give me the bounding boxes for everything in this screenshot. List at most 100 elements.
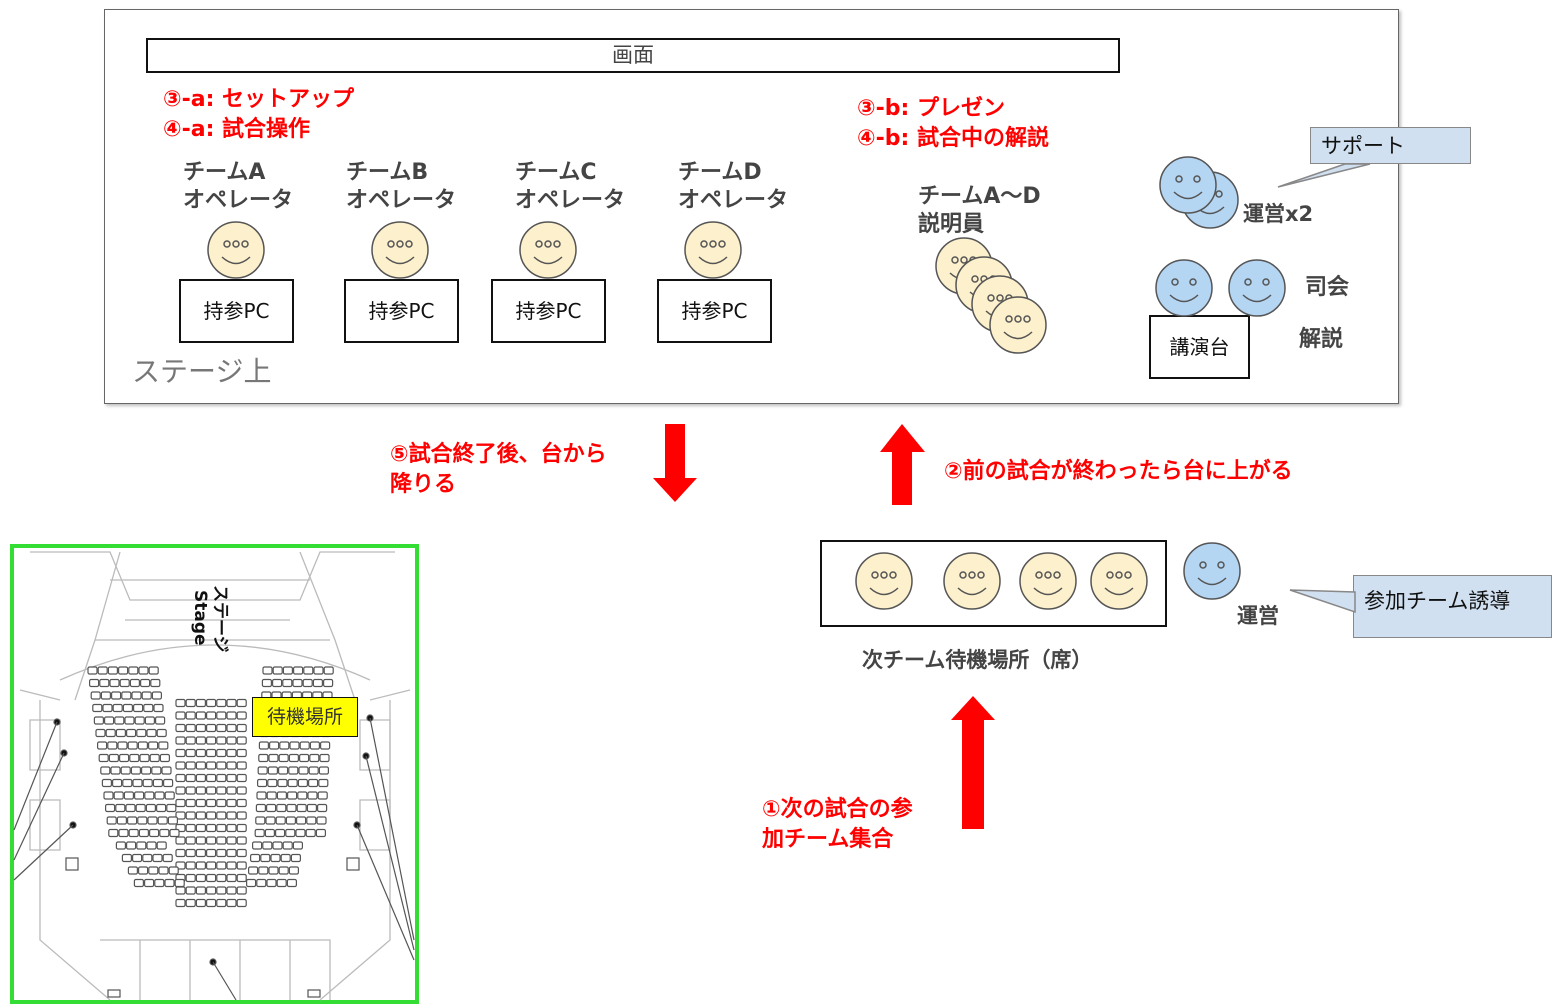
seat bbox=[254, 828, 265, 838]
seat bbox=[267, 766, 278, 775]
operator-a-face bbox=[207, 221, 265, 279]
seat bbox=[129, 753, 140, 763]
seat bbox=[250, 853, 261, 863]
seat bbox=[136, 728, 147, 738]
seat bbox=[290, 853, 301, 863]
seat bbox=[282, 678, 293, 688]
seat bbox=[90, 691, 101, 700]
seat bbox=[317, 803, 328, 813]
seat bbox=[266, 878, 277, 888]
seat bbox=[195, 811, 206, 820]
team-a-pc: 持参PC bbox=[179, 279, 294, 343]
arrow-down-icon bbox=[653, 424, 697, 502]
seat bbox=[246, 878, 257, 888]
seat bbox=[226, 698, 237, 708]
seat bbox=[266, 803, 277, 813]
seat bbox=[206, 886, 217, 895]
seat bbox=[297, 778, 308, 788]
seat bbox=[185, 698, 196, 708]
step-1: ①次の試合の参 加チーム集合 bbox=[762, 797, 913, 852]
stage-label: ステージ上 bbox=[132, 355, 272, 388]
seat bbox=[292, 841, 303, 850]
seat bbox=[195, 698, 206, 708]
seat bbox=[315, 828, 326, 838]
seat bbox=[100, 766, 111, 775]
seat bbox=[236, 723, 247, 733]
step-3a: ③-a: セットアップ bbox=[163, 87, 355, 112]
seat bbox=[122, 778, 133, 788]
seat bbox=[195, 723, 206, 733]
seat bbox=[195, 886, 206, 895]
seat bbox=[93, 716, 105, 725]
seat bbox=[113, 791, 124, 800]
seat bbox=[272, 678, 283, 688]
seat bbox=[262, 666, 273, 675]
seat bbox=[195, 773, 206, 783]
seat bbox=[206, 723, 217, 733]
seat bbox=[117, 741, 128, 750]
seat bbox=[149, 753, 160, 763]
seat bbox=[226, 736, 237, 745]
seat bbox=[216, 773, 227, 783]
seat bbox=[138, 866, 149, 875]
seat bbox=[168, 866, 179, 875]
seat bbox=[216, 786, 227, 795]
seat bbox=[155, 716, 166, 725]
seat bbox=[206, 711, 217, 720]
seat bbox=[276, 791, 287, 800]
map-stage-jp: ステージ bbox=[210, 585, 230, 653]
screen-bar: 画面 bbox=[146, 38, 1120, 73]
seat bbox=[185, 761, 196, 770]
seat bbox=[268, 866, 279, 875]
seat bbox=[216, 886, 227, 895]
seat bbox=[163, 778, 174, 788]
podium: 講演台 bbox=[1149, 315, 1250, 379]
seat bbox=[275, 816, 286, 825]
seat bbox=[125, 841, 137, 850]
seat bbox=[206, 748, 217, 758]
seat bbox=[139, 753, 150, 763]
seat bbox=[320, 741, 331, 750]
seat bbox=[150, 678, 161, 688]
seat bbox=[169, 828, 180, 838]
seat bbox=[175, 723, 186, 733]
arrow-up-icon bbox=[951, 696, 995, 829]
seat bbox=[280, 853, 291, 863]
pc-label: 持参PC bbox=[203, 299, 270, 323]
waiting-area-label: 次チーム待機場所（席） bbox=[862, 648, 1093, 672]
seat bbox=[285, 828, 296, 838]
seat bbox=[151, 766, 162, 775]
staff-x2-label: 運営x2 bbox=[1243, 202, 1314, 226]
seat bbox=[129, 678, 140, 688]
seat bbox=[185, 748, 196, 758]
team-b-pc: 持参PC bbox=[344, 279, 459, 343]
seat bbox=[255, 816, 266, 825]
seat bbox=[226, 886, 237, 895]
seat bbox=[305, 828, 316, 838]
seat bbox=[108, 828, 119, 838]
team-d-pc: 持参PC bbox=[657, 279, 772, 343]
seat bbox=[156, 841, 167, 850]
seat bbox=[236, 711, 247, 720]
seat bbox=[162, 853, 173, 863]
seat bbox=[195, 736, 206, 745]
seat bbox=[102, 703, 113, 713]
seat bbox=[117, 666, 129, 675]
waiting-team-face bbox=[1019, 552, 1077, 610]
seat bbox=[124, 716, 135, 725]
seat bbox=[266, 791, 277, 800]
seat bbox=[119, 678, 130, 688]
seat bbox=[296, 803, 307, 813]
seat bbox=[236, 748, 247, 758]
seat bbox=[257, 766, 268, 775]
seat bbox=[206, 898, 217, 908]
seat bbox=[111, 778, 123, 788]
seat bbox=[206, 823, 217, 833]
seat bbox=[195, 898, 206, 908]
seat bbox=[158, 741, 169, 750]
mc-label: 司会 bbox=[1305, 275, 1350, 300]
operator-c-face bbox=[519, 221, 577, 279]
seat bbox=[185, 736, 196, 745]
screen-label: 画面 bbox=[612, 43, 654, 67]
seat bbox=[286, 878, 297, 888]
